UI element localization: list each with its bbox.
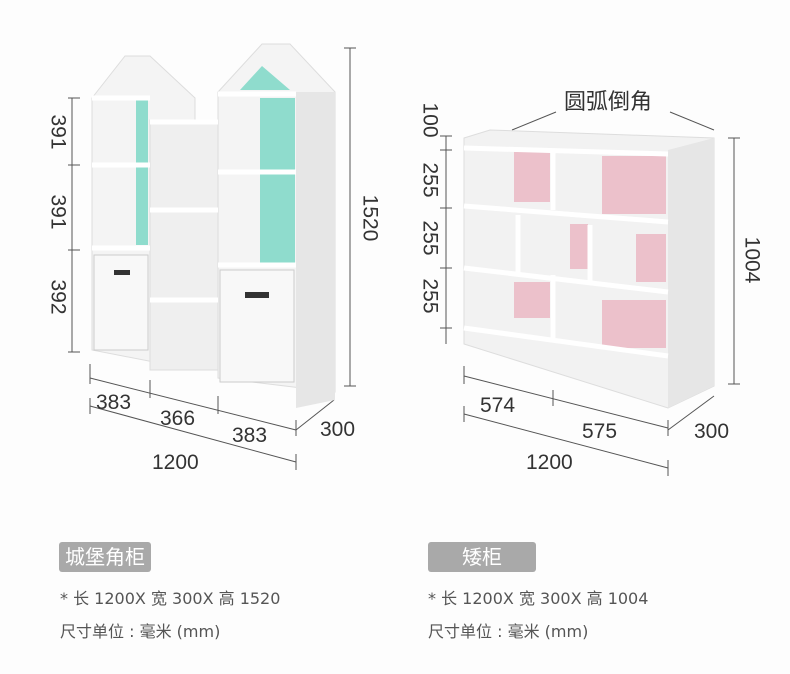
- right-product-spec: * 长 1200X 宽 300X 高 1004: [428, 589, 649, 608]
- right-width-1: 574: [480, 394, 516, 417]
- right-depth: 300: [694, 420, 730, 443]
- right-total-height: 1004: [740, 236, 764, 284]
- left-width-3: 383: [232, 424, 268, 447]
- left-height-3: 392: [46, 279, 70, 315]
- right-product-name: 矮柜: [428, 542, 536, 572]
- right-total-width: 1200: [526, 451, 573, 474]
- left-product-unit: 尺寸单位 : 毫米 (mm): [60, 622, 221, 641]
- right-width-2: 575: [582, 420, 618, 443]
- right-height-2: 255: [418, 162, 442, 198]
- left-product-spec: * 长 1200X 宽 300X 高 1520: [60, 589, 281, 608]
- right-height-3: 255: [418, 220, 442, 256]
- rounded-corner-callout: 圆弧倒角: [564, 89, 653, 114]
- left-width-1: 383: [96, 391, 132, 414]
- left-width-2: 366: [160, 407, 196, 430]
- left-height-2: 391: [46, 194, 70, 230]
- left-product-name: 城堡角柜: [59, 542, 151, 572]
- right-product-unit: 尺寸单位 : 毫米 (mm): [428, 622, 589, 641]
- left-total-width: 1200: [152, 451, 199, 474]
- dimension-lines: [68, 47, 740, 476]
- castle-shelf-drawing: [91, 43, 336, 408]
- left-total-height: 1520: [358, 194, 382, 242]
- right-height-4: 255: [418, 278, 442, 314]
- left-depth: 300: [320, 418, 356, 441]
- right-height-1: 100: [418, 102, 442, 138]
- left-height-1: 391: [46, 114, 70, 150]
- low-cabinet-drawing: [463, 129, 715, 409]
